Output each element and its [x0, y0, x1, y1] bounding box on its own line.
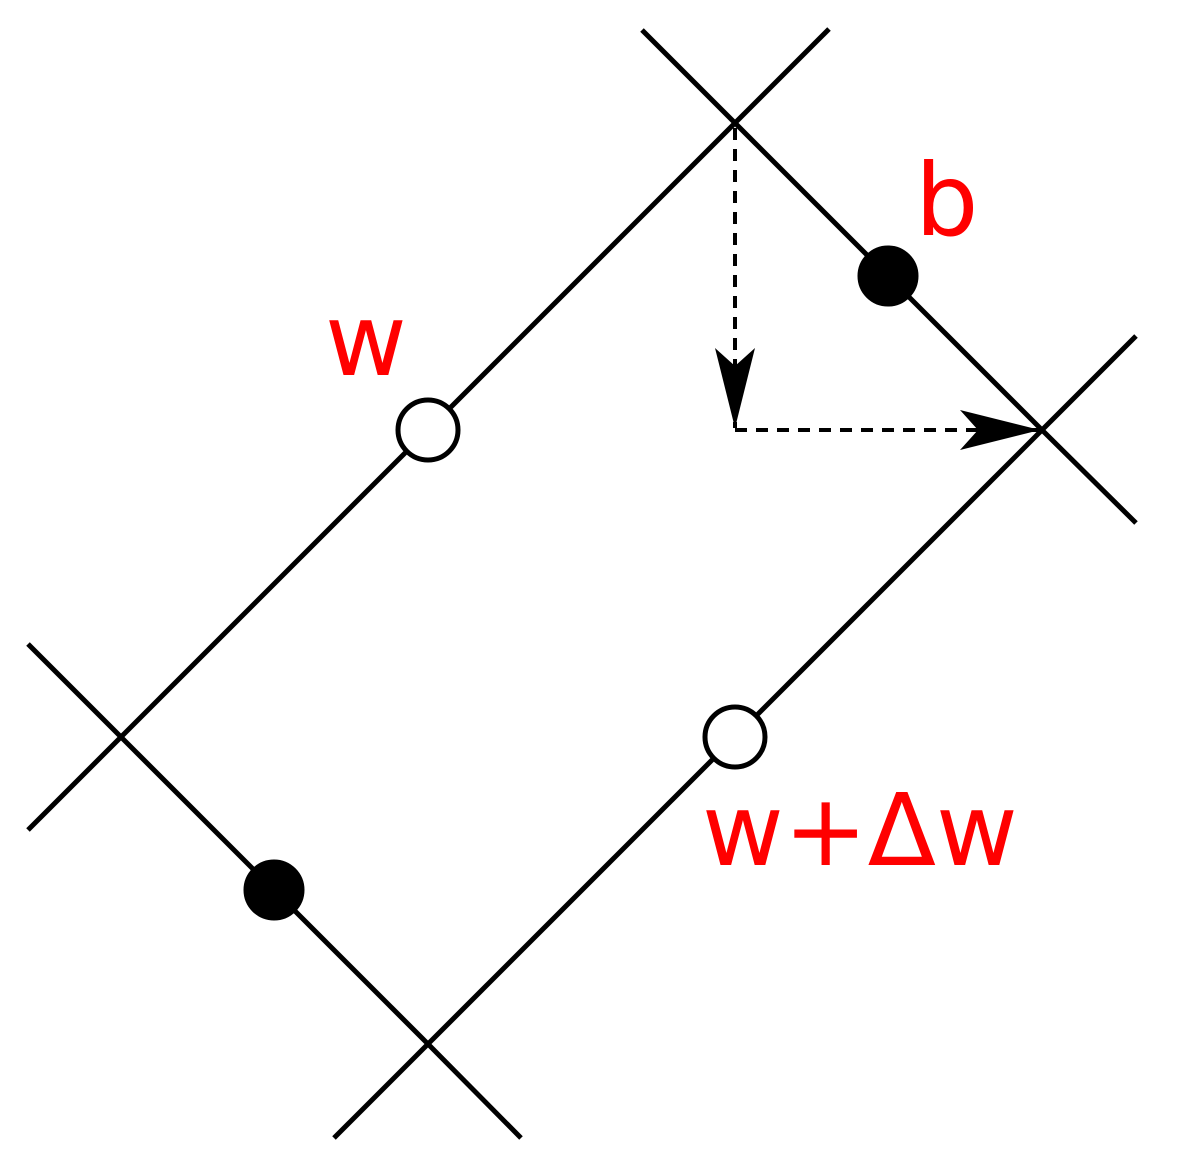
- top-cross-arm-up-right: [733, 27, 831, 125]
- open-dot-w-plus-delta-w: [702, 704, 768, 770]
- label-b: b: [915, 142, 978, 259]
- filled-dot-b: [857, 245, 919, 307]
- left-cross-arm-down: [26, 735, 123, 832]
- left-cross-arm-up: [26, 642, 123, 739]
- label-w-plus-delta-w: w+Δw: [702, 772, 1018, 889]
- open-dot-w: [395, 397, 461, 463]
- dashed-arrows: [715, 128, 1040, 450]
- top-cross-arm-up-left: [640, 28, 737, 125]
- dots: [243, 245, 919, 921]
- bottom-cross-arm-down-right: [426, 1042, 523, 1140]
- bottom-cross-arm-down-left: [332, 1042, 430, 1140]
- right-cross-arm-down: [1040, 428, 1138, 525]
- right-cross-arm-up: [1040, 334, 1138, 432]
- label-w: w: [325, 282, 407, 399]
- filled-dot-lower-left: [243, 859, 305, 921]
